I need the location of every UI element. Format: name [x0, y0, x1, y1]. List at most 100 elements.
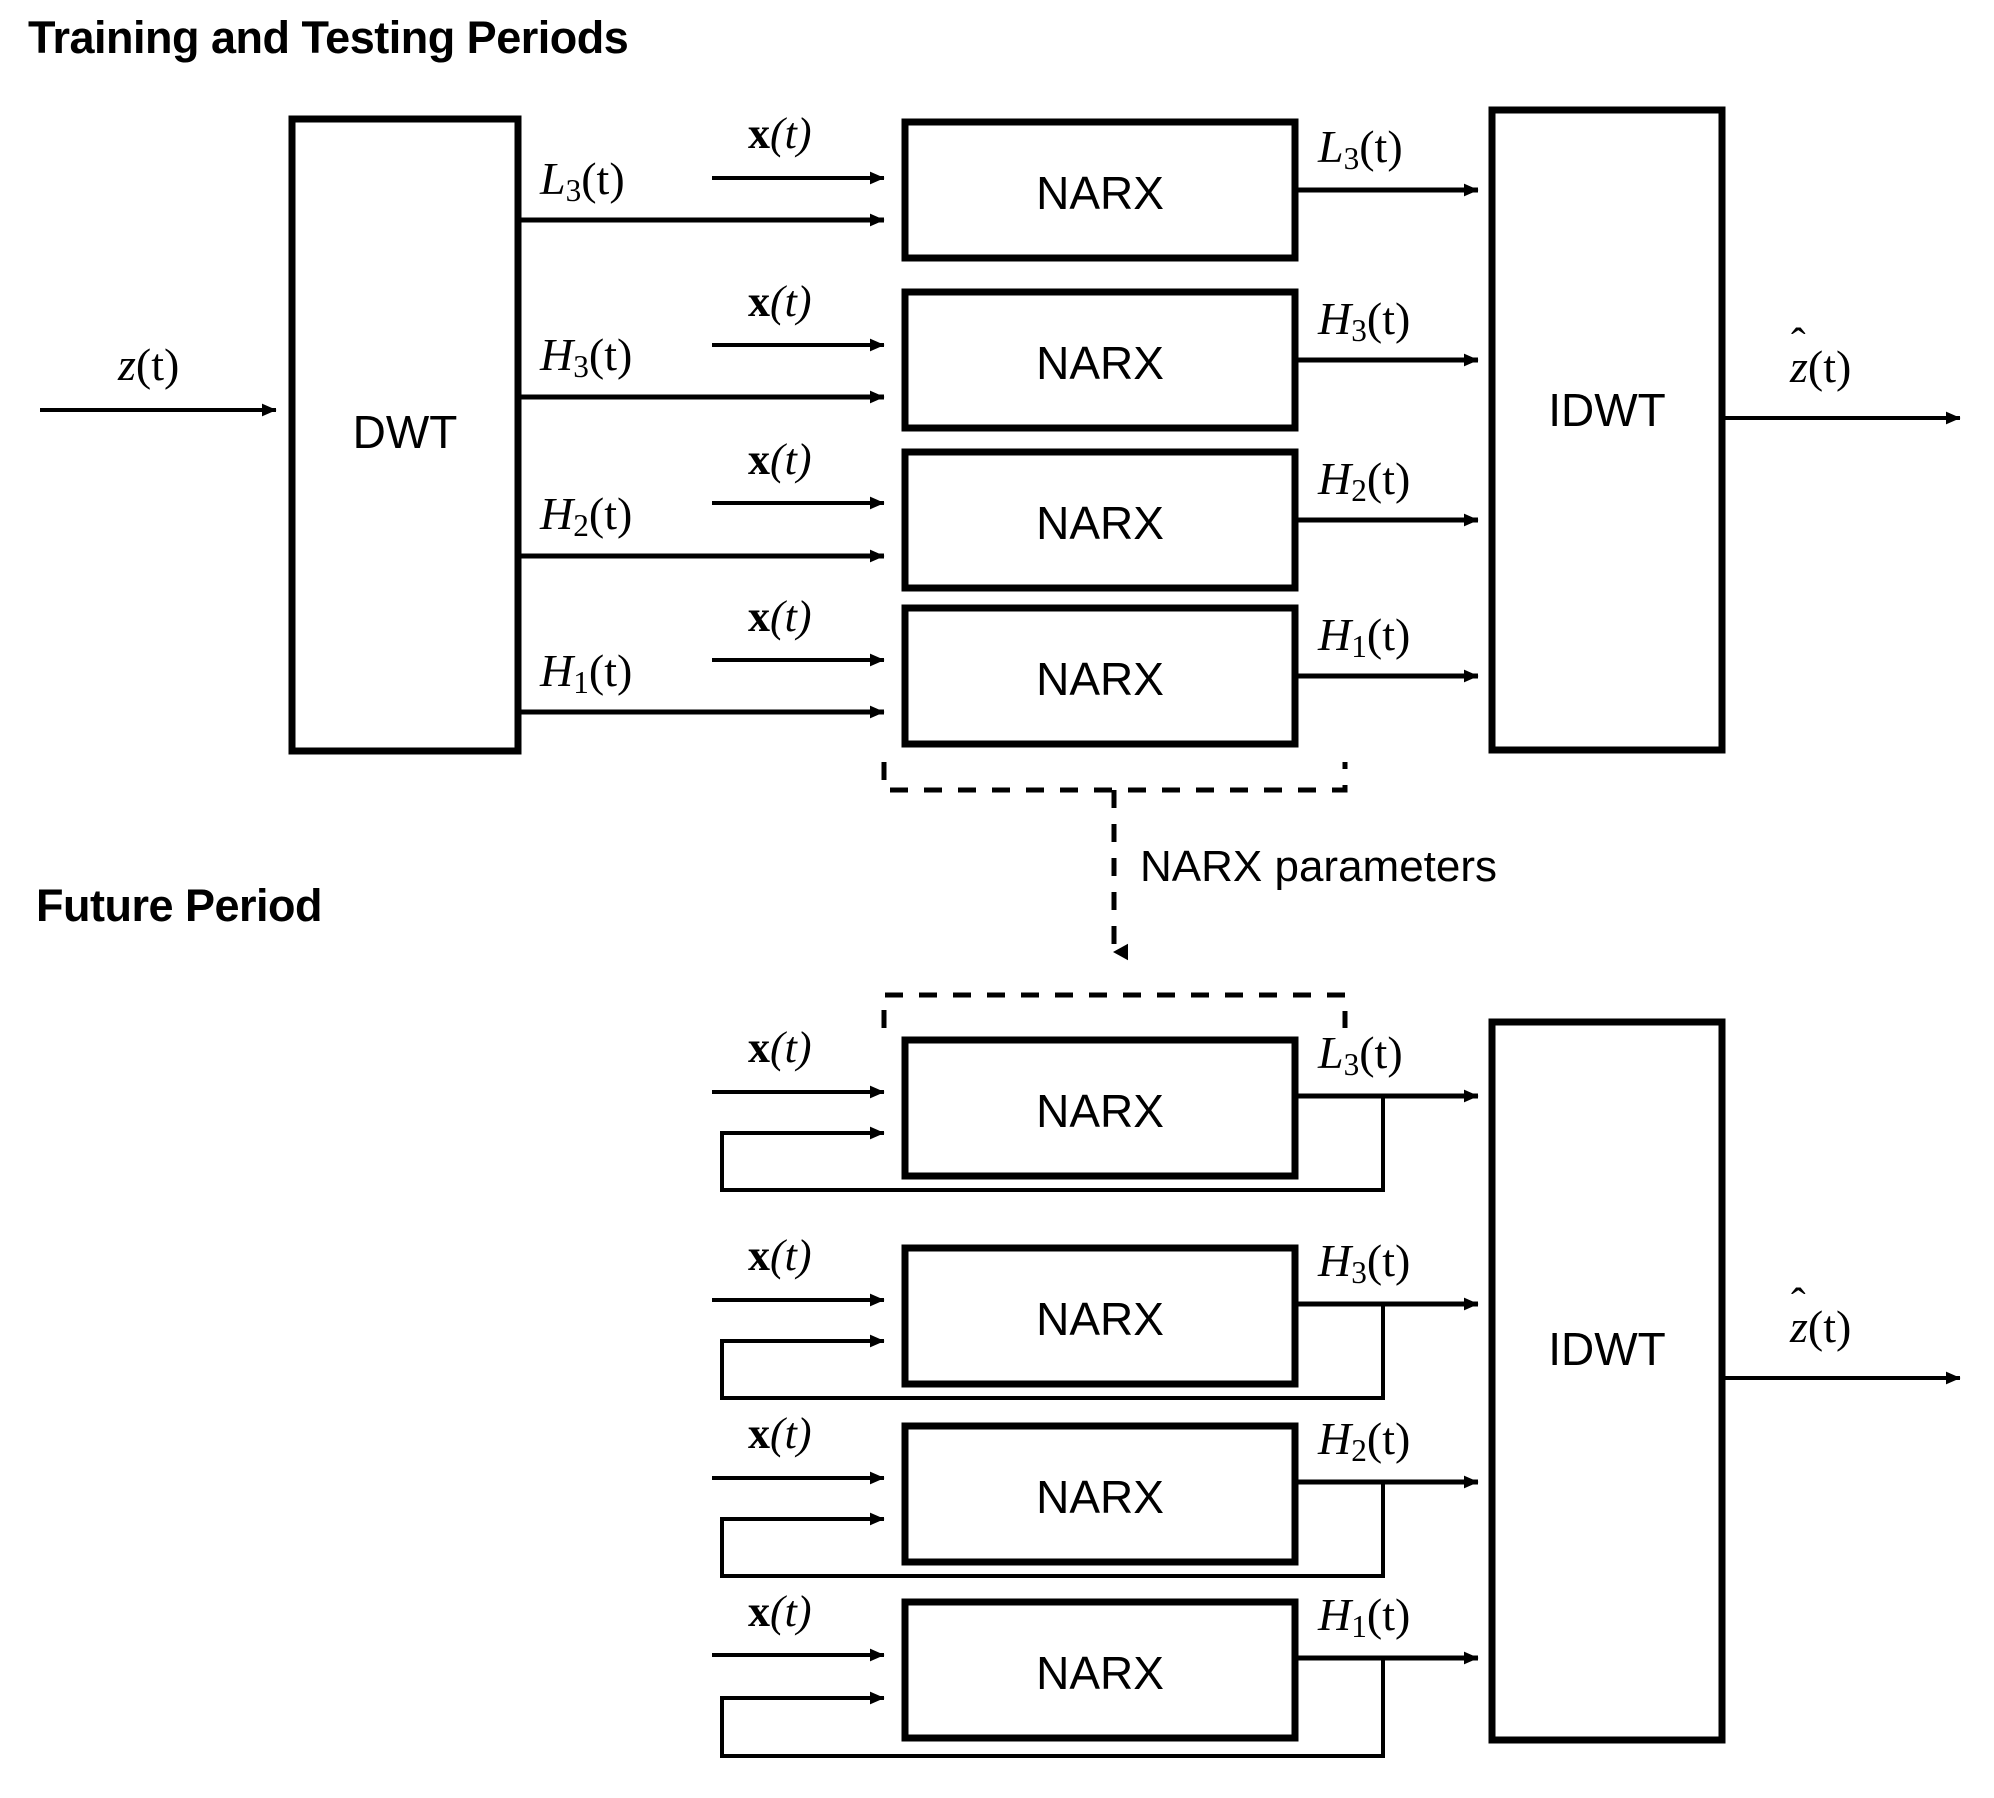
branch-label-H1-sub: 1	[573, 664, 589, 700]
branch-label-L3-arg: (t)	[581, 153, 625, 204]
exo-label-train-H3-base: x	[748, 277, 770, 326]
narx-out-label-train-H3-base: H	[1318, 293, 1352, 344]
narx-block-train-H3	[901, 288, 1299, 432]
narx-out-label-train-L3-sub: 3	[1343, 140, 1360, 176]
narx-label-future-H3: NARX	[1036, 1293, 1164, 1345]
branch-label-H1: H1(t)	[540, 644, 632, 701]
narx-param-bracket-bottom	[881, 992, 1348, 1028]
narx-out-label-future-H3-arg: (t)	[1366, 1235, 1411, 1286]
input-signal-base: z	[118, 339, 136, 390]
exo-label-future-H2-base: x	[748, 1409, 770, 1458]
narx-out-label-train-H1-base: H	[1318, 609, 1352, 660]
narx-out-label-future-H3-sub: 3	[1351, 1254, 1367, 1290]
input-signal-label: z(t)	[118, 338, 179, 391]
narx-out-label-future-H2-sub: 2	[1351, 1432, 1367, 1468]
narx-out-label-train-H3: H3(t)	[1318, 292, 1410, 349]
output-signal-future-base: z	[1790, 1301, 1808, 1352]
output-signal-train-base: z	[1790, 341, 1808, 392]
output-signal-future-arg: (t)	[1807, 1301, 1852, 1352]
exo-label-train-L3-arg: (t)	[770, 109, 812, 158]
idwt-block-train-label: IDWT	[1548, 384, 1666, 436]
narx-label-train-H1: NARX	[1036, 653, 1164, 705]
narx-out-label-future-H2-arg: (t)	[1366, 1413, 1411, 1464]
idwt-block-train	[1488, 106, 1726, 754]
idwt-block-future	[1488, 1018, 1726, 1744]
exo-label-future-H3-base: x	[748, 1231, 770, 1280]
branch-label-L3-base: L	[540, 153, 566, 204]
narx-out-label-train-L3: L3(t)	[1318, 120, 1403, 177]
exo-label-train-H2-arg: (t)	[770, 435, 812, 484]
narx-out-label-future-H3-base: H	[1318, 1235, 1352, 1286]
narx-block-future-H3	[901, 1244, 1299, 1388]
branch-label-H3-base: H	[540, 329, 574, 380]
narx-out-label-future-H1: H1(t)	[1318, 1588, 1410, 1645]
output-signal-train-arg: (t)	[1807, 341, 1852, 392]
narx-out-label-future-H1-sub: 1	[1351, 1608, 1367, 1644]
exo-label-train-H1-base: x	[748, 592, 770, 641]
branch-label-L3: L3(t)	[540, 152, 625, 209]
branch-label-H1-arg: (t)	[588, 645, 633, 696]
feedback-loop-H2	[720, 1482, 1385, 1578]
branch-label-H3-arg: (t)	[588, 329, 633, 380]
narx-label-train-H2: NARX	[1036, 497, 1164, 549]
narx-block-future-H2	[901, 1422, 1299, 1566]
narx-block-future-H1	[901, 1598, 1299, 1742]
narx-label-train-H3: NARX	[1036, 337, 1164, 389]
narx-out-label-train-H3-arg: (t)	[1366, 293, 1411, 344]
branch-label-H2-arg: (t)	[588, 488, 633, 539]
narx-out-label-train-H2-arg: (t)	[1366, 453, 1411, 504]
narx-out-label-future-L3-sub: 3	[1343, 1046, 1360, 1082]
section-title-training: Training and Testing Periods	[28, 12, 629, 63]
dwt-block-label: DWT	[352, 406, 458, 458]
output-signal-train-hat: ˆ	[1790, 320, 1806, 369]
idwt-block-future-label: IDWT	[1548, 1323, 1666, 1375]
narx-out-label-future-H1-arg: (t)	[1366, 1589, 1411, 1640]
exo-label-future-H2-arg: (t)	[770, 1409, 812, 1458]
exo-label-future-L3: x(t)	[748, 1022, 812, 1073]
output-signal-future-hat: ˆ	[1790, 1280, 1806, 1329]
narx-out-label-train-H1-arg: (t)	[1366, 609, 1411, 660]
exo-label-train-L3-base: x	[748, 109, 770, 158]
narx-out-label-future-H2-base: H	[1318, 1413, 1352, 1464]
feedback-loop-L3	[720, 1096, 1385, 1192]
exo-label-future-H3: x(t)	[748, 1230, 812, 1281]
narx-out-label-future-H2: H2(t)	[1318, 1412, 1410, 1469]
exo-label-train-L3: x(t)	[748, 108, 812, 159]
input-signal-arg: (t)	[135, 339, 180, 390]
section-title-future: Future Period	[36, 880, 323, 931]
narx-block-train-H1	[901, 604, 1299, 748]
narx-parameters-label: NARX parameters	[1140, 842, 1498, 891]
narx-block-train-L3	[901, 118, 1299, 262]
narx-label-future-L3: NARX	[1036, 1085, 1164, 1137]
feedback-loop-H3	[720, 1304, 1385, 1400]
narx-param-bracket-top	[881, 762, 1348, 793]
training-section-graphics	[40, 106, 1961, 961]
dwt-block	[288, 115, 522, 755]
narx-out-label-train-H2: H2(t)	[1318, 452, 1410, 509]
narx-label-future-H1: NARX	[1036, 1647, 1164, 1699]
exo-label-train-H3-arg: (t)	[770, 277, 812, 326]
narx-out-label-train-H1: H1(t)	[1318, 608, 1410, 665]
narx-out-label-train-H2-sub: 2	[1351, 472, 1367, 508]
exo-label-future-H1-base: x	[748, 1587, 770, 1636]
narx-out-label-train-H1-sub: 1	[1351, 628, 1367, 664]
exo-label-future-H1-arg: (t)	[770, 1587, 812, 1636]
branch-label-H2-sub: 2	[573, 507, 589, 543]
narx-out-label-future-H3: H3(t)	[1318, 1234, 1410, 1291]
exo-label-future-L3-arg: (t)	[770, 1023, 812, 1072]
future-section-graphics	[712, 992, 1961, 1758]
narx-out-label-train-H3-sub: 3	[1351, 312, 1367, 348]
exo-label-train-H1: x(t)	[748, 591, 812, 642]
narx-block-future-L3	[901, 1036, 1299, 1180]
branch-label-H3-sub: 3	[573, 348, 589, 384]
narx-out-label-train-L3-base: L	[1318, 121, 1344, 172]
narx-block-train-H2	[901, 448, 1299, 592]
exo-label-future-H1: x(t)	[748, 1586, 812, 1637]
exo-label-train-H2-base: x	[748, 435, 770, 484]
exo-label-future-H3-arg: (t)	[770, 1231, 812, 1280]
